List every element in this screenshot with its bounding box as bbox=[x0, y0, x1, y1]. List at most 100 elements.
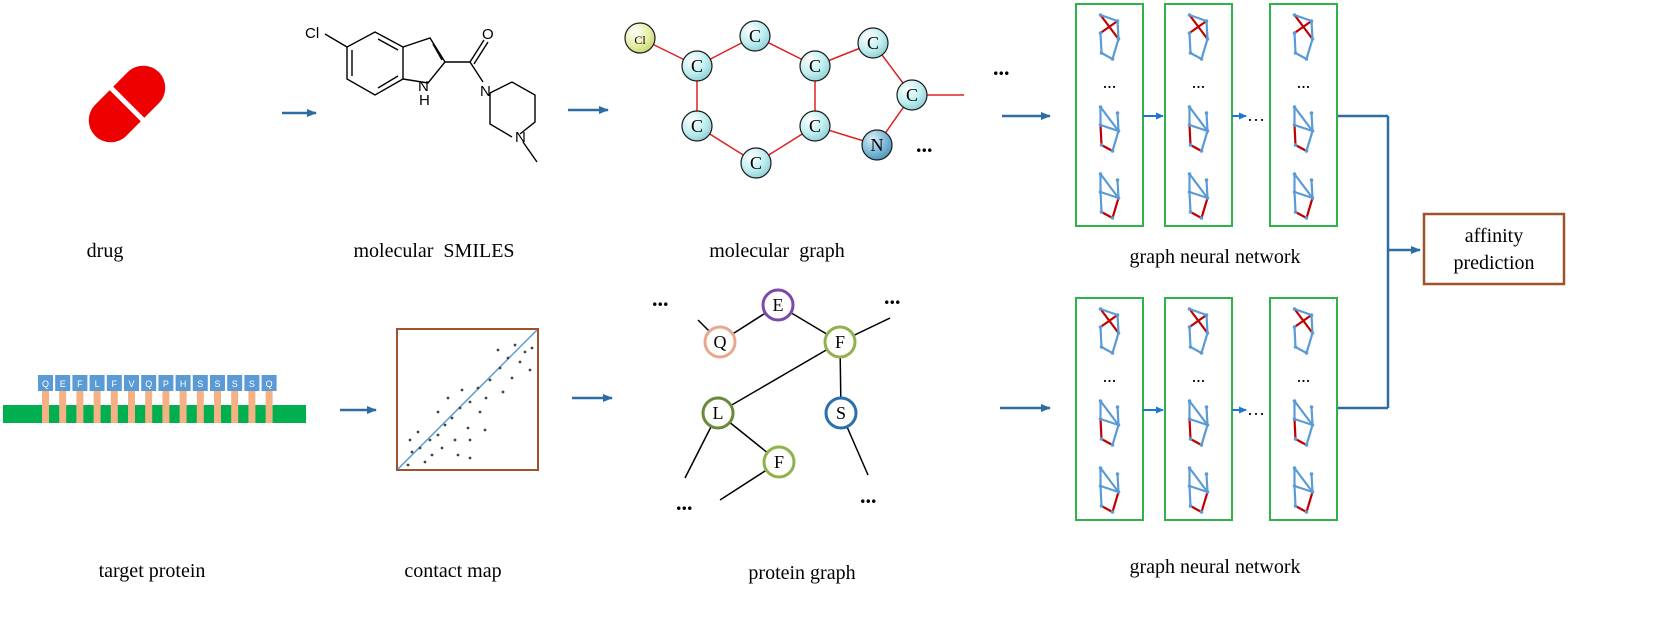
prot-node: F bbox=[762, 445, 796, 479]
contact-point bbox=[513, 343, 517, 347]
residue-label: E bbox=[60, 379, 66, 389]
residue-label: P bbox=[163, 379, 169, 389]
smiles-atom-labels: Cl O N H N N bbox=[305, 25, 526, 146]
contact-point bbox=[418, 446, 422, 450]
contact-point bbox=[466, 426, 470, 430]
contact-map-points bbox=[406, 343, 534, 467]
mini-graph-icon bbox=[1098, 13, 1121, 61]
mol-node-label: C bbox=[809, 116, 821, 136]
residue-box bbox=[124, 375, 139, 391]
gnn-connector-ellipsis: … bbox=[1247, 105, 1265, 125]
label-gnn-top: graph neural network bbox=[1129, 246, 1300, 268]
residue-stem bbox=[110, 391, 118, 423]
contact-point bbox=[510, 376, 514, 380]
prot-node: E bbox=[761, 288, 795, 322]
contact-point bbox=[498, 366, 502, 370]
atom-n1: N bbox=[418, 78, 429, 95]
affinity-label-2: prediction bbox=[1453, 252, 1534, 274]
contact-point bbox=[523, 350, 527, 354]
residue-box bbox=[210, 375, 225, 391]
residue-label: S bbox=[232, 379, 238, 389]
residue-stem bbox=[128, 391, 135, 423]
contact-point bbox=[496, 348, 500, 352]
atom-o: O bbox=[482, 26, 494, 43]
prot-ellipsis-4: ... bbox=[860, 483, 877, 508]
mol-ellipsis-1: ... bbox=[993, 55, 1010, 80]
mol-node: C bbox=[799, 110, 831, 142]
residue-box bbox=[106, 375, 122, 391]
contact-point bbox=[410, 450, 414, 454]
contact-point bbox=[450, 416, 454, 420]
mol-node-label: N bbox=[871, 135, 884, 155]
prot-ellipsis-1: ... bbox=[652, 286, 669, 311]
mini-graph-icon bbox=[1098, 172, 1121, 220]
gnn-layer-box: ... bbox=[1269, 3, 1338, 227]
mini-graph-icon bbox=[1292, 105, 1315, 153]
prot-node: F bbox=[823, 325, 857, 359]
residue-label: S bbox=[249, 379, 255, 389]
mol-node-label: Cl bbox=[634, 33, 646, 47]
label-contact: contact map bbox=[404, 560, 501, 582]
atom-h: H bbox=[419, 92, 430, 109]
contact-point bbox=[456, 453, 460, 457]
prot-node-label: E bbox=[773, 295, 784, 315]
prot-node-label: F bbox=[835, 332, 845, 352]
mol-node: C bbox=[740, 147, 772, 179]
contact-point bbox=[458, 406, 462, 410]
residue-stem bbox=[179, 391, 187, 423]
mini-graph-icon bbox=[1098, 105, 1121, 153]
residue-label: Q bbox=[42, 379, 49, 389]
mini-graph-icon bbox=[1098, 466, 1121, 514]
residue-label: S bbox=[214, 379, 220, 389]
gnn-layer-box: ... bbox=[1164, 297, 1233, 521]
gnn-layer-box: ... bbox=[1164, 3, 1233, 227]
residue-box bbox=[192, 375, 208, 391]
gnn-layer-box: ... bbox=[1075, 297, 1144, 521]
prot-node-label: F bbox=[774, 452, 784, 472]
prot-node: S bbox=[824, 396, 858, 430]
residue-box bbox=[244, 375, 260, 391]
mini-graph-icon bbox=[1098, 307, 1121, 355]
residue-stem bbox=[93, 391, 101, 423]
mol-node-label: C bbox=[691, 116, 703, 136]
contact-point bbox=[408, 438, 412, 442]
contact-point bbox=[446, 396, 450, 400]
residue-box bbox=[89, 375, 105, 391]
mol-node: Cl bbox=[624, 22, 656, 54]
residue-stem bbox=[162, 391, 170, 423]
layer-ellipsis: ... bbox=[1297, 366, 1311, 386]
residue-label: F bbox=[112, 379, 118, 389]
drug-pill-icon bbox=[88, 65, 166, 143]
residue-stem bbox=[145, 391, 153, 423]
residue-box bbox=[158, 375, 174, 391]
residue-label: Q bbox=[266, 379, 273, 389]
smiles-structure bbox=[324, 31, 538, 163]
mini-graph-icon bbox=[1187, 172, 1210, 220]
contact-point bbox=[468, 400, 472, 404]
residue-stem bbox=[59, 391, 67, 423]
gnn-layer-box: ... bbox=[1075, 3, 1144, 227]
mini-graph-icon bbox=[1098, 399, 1121, 447]
mol-ellipsis-2: ... bbox=[916, 132, 933, 157]
residue-label: H bbox=[180, 379, 187, 389]
mol-node-label: C bbox=[809, 56, 821, 76]
contact-point bbox=[430, 453, 434, 457]
contact-point bbox=[468, 456, 472, 460]
contact-map-diagonal bbox=[397, 329, 538, 470]
prot-node-label: L bbox=[713, 403, 724, 423]
contact-point bbox=[406, 463, 410, 467]
prot-ellipsis-3: ... bbox=[676, 490, 693, 515]
prot-graph-nodes: Q E F L S F bbox=[701, 288, 858, 479]
mini-graph-icon bbox=[1187, 399, 1210, 447]
layer-ellipsis: ... bbox=[1103, 72, 1117, 92]
mol-node-label: C bbox=[749, 26, 761, 46]
residue-box bbox=[72, 375, 88, 391]
mol-node-label: C bbox=[691, 56, 703, 76]
mini-graph-icon bbox=[1187, 105, 1210, 153]
mol-node: C bbox=[681, 50, 713, 82]
contact-point bbox=[478, 410, 482, 414]
prot-node-label: Q bbox=[714, 332, 727, 352]
